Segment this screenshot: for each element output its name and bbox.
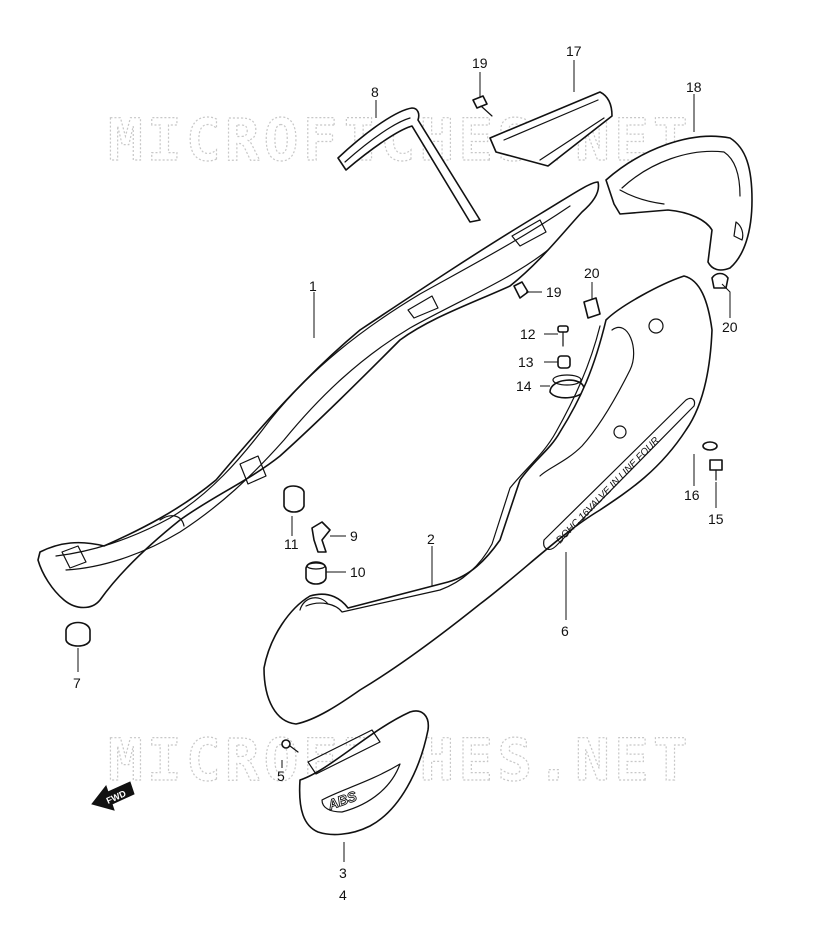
callout-8: 8 xyxy=(371,84,379,100)
callout-17: 17 xyxy=(566,43,582,59)
callout-12: 12 xyxy=(520,326,536,342)
callout-2: 2 xyxy=(427,531,435,547)
part-9-clip xyxy=(311,521,331,553)
part-11-grommet xyxy=(283,485,305,513)
callout-20-right: 20 xyxy=(722,319,738,335)
part-15-screw xyxy=(709,459,723,481)
callout-6: 6 xyxy=(561,623,569,639)
part-12-bolt xyxy=(557,325,569,347)
callout-19-mid: 19 xyxy=(546,284,562,300)
part-20-nut-right xyxy=(711,272,729,289)
leader-lines xyxy=(77,60,731,862)
callout-5: 5 xyxy=(277,768,285,784)
callout-19-top: 19 xyxy=(472,55,488,71)
callout-7: 7 xyxy=(73,675,81,691)
callout-16: 16 xyxy=(684,487,700,503)
part-18-tail-cover xyxy=(605,135,753,271)
callout-18: 18 xyxy=(686,79,702,95)
part-8-strip xyxy=(337,107,481,223)
callout-13: 13 xyxy=(518,354,534,370)
callout-1: 1 xyxy=(309,278,317,294)
part-10-grommet xyxy=(305,561,327,585)
callout-9: 9 xyxy=(350,528,358,544)
callout-10: 10 xyxy=(350,564,366,580)
callout-3: 3 xyxy=(339,865,347,881)
part-17-cover xyxy=(489,91,613,167)
callout-11: 11 xyxy=(284,536,299,552)
callout-15: 15 xyxy=(708,511,724,527)
callout-20-top: 20 xyxy=(584,265,600,281)
part-1-frame-cover xyxy=(37,181,600,609)
part-6-stripe xyxy=(543,397,696,550)
part-7-grommet xyxy=(65,621,91,647)
part-3-side-badge-cover: ABS xyxy=(298,710,430,836)
part-13-collar xyxy=(557,355,571,369)
part-20-nut-top xyxy=(583,297,601,319)
callout-4: 4 xyxy=(339,887,347,903)
part-16-washer xyxy=(702,441,718,451)
part-5-screw xyxy=(281,739,299,753)
part-19-clip-mid xyxy=(513,281,529,299)
part-2-side-cover: DOHC 16VALVE IN LINE FOUR xyxy=(263,275,713,725)
callout-14: 14 xyxy=(516,378,532,394)
